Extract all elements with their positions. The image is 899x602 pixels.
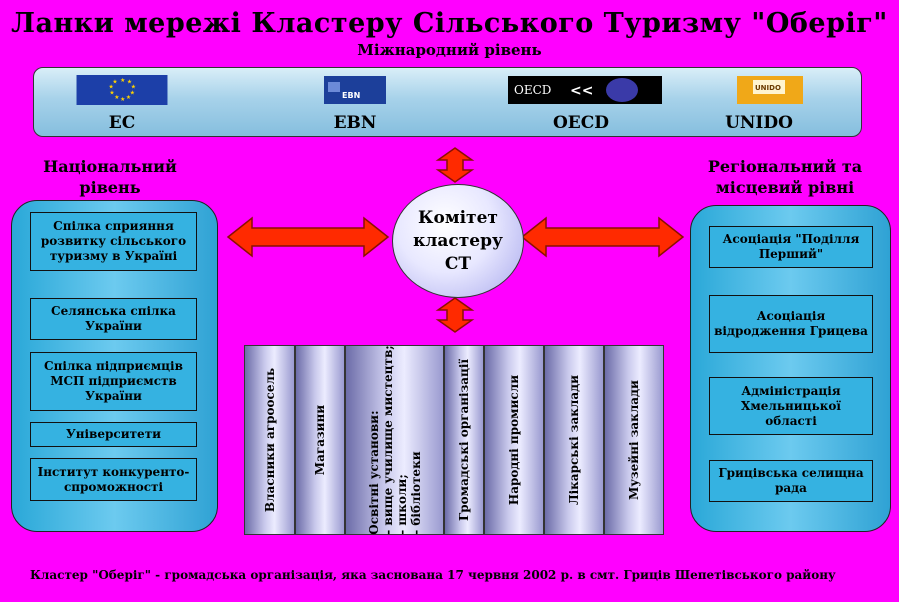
national-item: Спілка підприємців МСП підприємств Украї… (30, 352, 197, 411)
ebn-logo-text: EBN (342, 91, 360, 100)
local-column: Власники агроосель (244, 345, 295, 535)
committee-line2: кластеру (413, 230, 503, 251)
ebn-logo-icon: EBN (324, 76, 386, 104)
local-column: Лікарські заклади (544, 345, 604, 535)
local-column: Громадські організації (444, 345, 484, 535)
national-level-title: Національний рівень (20, 156, 200, 198)
intl-label-ec: ЕС (108, 113, 136, 133)
regional-item: Грицівська селищна рада (709, 460, 873, 502)
local-column: Освітні установи: - вище училище мистецт… (345, 345, 444, 535)
local-column-text: Народні промисли (507, 374, 521, 506)
oecd-logo-icon: OECD << (508, 76, 662, 104)
local-column-text: Магазини (313, 404, 327, 476)
oecd-logo-text: OECD (514, 83, 551, 97)
eu-flag-icon: ★★★★ ★★★★ ★★ (76, 75, 168, 105)
svg-text:★: ★ (109, 89, 114, 96)
local-column-line: - бібліотеки (408, 451, 423, 535)
local-column: Музейні заклади (604, 345, 664, 535)
svg-text:★: ★ (126, 94, 131, 101)
svg-text:★: ★ (127, 79, 132, 86)
intl-label-oecd: OECD (552, 113, 610, 133)
local-column-text: Лікарські заклади (567, 374, 581, 506)
regional-title-line2: місцевий рівні (715, 178, 855, 197)
svg-text:<<: << (570, 83, 593, 99)
vertical-double-arrow-bottom (435, 297, 475, 333)
local-column: Магазини (295, 345, 345, 535)
intl-label-unido: UNIDO (725, 113, 793, 133)
local-column-text: Музейні заклади (627, 380, 641, 500)
unido-logo-icon: UNIDO (737, 76, 803, 104)
svg-text:★: ★ (114, 94, 119, 101)
national-item: Університети (30, 422, 197, 447)
local-columns: Власники агроосель Магазини Освітні уста… (244, 345, 664, 535)
local-column-text-multi: Освітні установи: - вище училище мистецт… (367, 345, 423, 535)
regional-level-title: Регіональний та місцевий рівні (695, 156, 875, 198)
national-title-line1: Національний (43, 157, 177, 176)
regional-item: Адміністрація Хмельницької області (709, 377, 873, 435)
page-title: Ланки мережі Кластеру Сільського Туризму… (11, 8, 888, 39)
national-item: Спілка сприяння розвитку сільського тури… (30, 212, 197, 271)
regional-item: Асоціація відродження Грицева (709, 295, 873, 353)
svg-text:★: ★ (120, 96, 125, 103)
international-panel: ★★★★ ★★★★ ★★ EBN OECD << UNIDO ЕС EBN OE… (33, 67, 862, 137)
international-level-subtitle: Міжнародний рівень (357, 41, 542, 59)
svg-text:★: ★ (131, 84, 136, 91)
regional-title-line1: Регіональний та (707, 157, 863, 176)
national-item: Селянська спілка України (30, 298, 197, 340)
svg-text:★: ★ (120, 77, 125, 84)
national-title-line2: рівень (79, 178, 141, 197)
svg-text:★: ★ (108, 84, 113, 91)
local-column-text: Громадські організації (457, 358, 471, 522)
national-item: Інститут конкуренто-спроможності (30, 458, 197, 501)
vertical-double-arrow-top (435, 147, 475, 183)
svg-text:★: ★ (112, 79, 117, 86)
local-column-text: Власники агроосель (262, 367, 277, 513)
intl-label-ebn: EBN (333, 113, 377, 133)
cluster-committee: Комітет кластеру СТ (392, 184, 524, 298)
footer-note: Кластер "Оберіг" - громадська організаці… (30, 568, 836, 582)
local-column-line: Освітні установи: (366, 410, 381, 535)
horizontal-double-arrow-left (226, 216, 390, 258)
svg-text:★: ★ (130, 89, 135, 96)
local-column: Народні промисли (484, 345, 544, 535)
committee-line3: СТ (444, 253, 472, 274)
committee-line1: Комітет (418, 207, 498, 228)
unido-logo-text: UNIDO (755, 84, 781, 92)
local-column-line: - школи; (394, 474, 409, 535)
horizontal-double-arrow-right (520, 216, 685, 258)
local-column-line: - вище училище мистецтв; (380, 345, 395, 535)
regional-item: Асоціація "Поділля Перший" (709, 226, 873, 268)
